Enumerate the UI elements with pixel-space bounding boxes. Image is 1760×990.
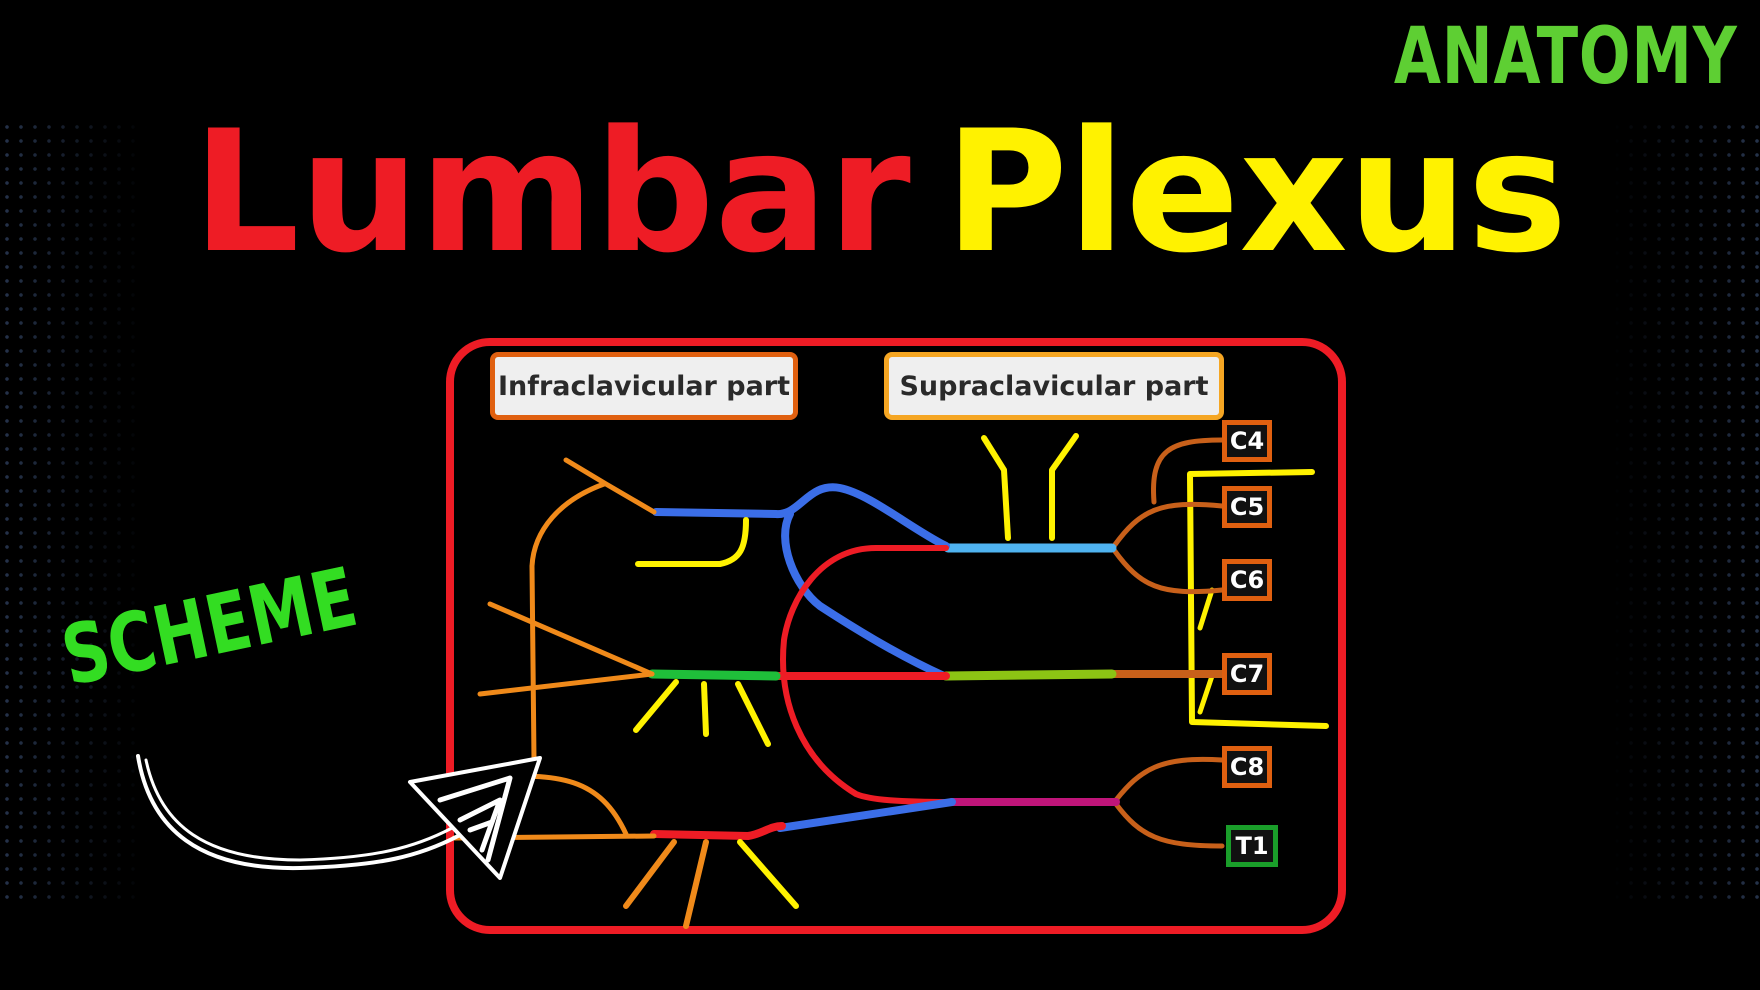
- posterior-cord-green: [647, 669, 781, 681]
- middle-trunk: [941, 669, 1117, 681]
- posterior-yellow-2: [701, 681, 709, 737]
- root-label-c4: C4: [1222, 420, 1272, 462]
- category-label: ANATOMY: [1394, 12, 1738, 102]
- orange-upper-fork-top: [563, 457, 657, 515]
- root-label-c8: C8: [1222, 746, 1272, 788]
- dot-pattern-left: [0, 120, 150, 900]
- medial-cord-red: [650, 822, 786, 840]
- orange-posterior-b: [477, 671, 655, 697]
- root-label-c7: C7: [1222, 653, 1272, 695]
- dot-pattern-right: [1610, 120, 1760, 900]
- medial-cord-blue: [776, 798, 956, 832]
- bracket-line: [1187, 469, 1329, 729]
- arrow-icon-head-scribble: [437, 775, 513, 863]
- root-line-c6: [1111, 547, 1225, 595]
- supraclavicular-label: Supraclavicular part: [884, 352, 1224, 420]
- title-word-plexus: Plexus: [944, 94, 1568, 290]
- root-line-c5: [1111, 501, 1225, 549]
- infraclavicular-label: Infraclavicular part: [490, 352, 798, 420]
- upper-trunk-branch-right: [1049, 433, 1079, 541]
- root-line-c4: [1151, 437, 1225, 505]
- arrow-icon-head: [408, 756, 542, 880]
- root-line-t1: [1113, 801, 1225, 849]
- root-label-c6: C6: [1222, 559, 1272, 601]
- bracket-tick-upper: [1197, 587, 1215, 631]
- upper-trunk-branch-left: [981, 435, 1011, 541]
- orange-medial-down-2: [683, 839, 709, 929]
- root-label-c5: C5: [1222, 486, 1272, 528]
- diagram-frame: [446, 338, 1346, 934]
- posterior-yellow-1: [633, 679, 679, 733]
- arrow-icon-shaft-echo: [144, 758, 454, 862]
- bracket-tick-lower: [1197, 673, 1215, 715]
- orange-upper-fork-branch: [529, 481, 607, 763]
- arrow-icon-shaft: [136, 754, 460, 871]
- lateral-red-division: [780, 545, 955, 805]
- root-line-c8: [1113, 756, 1225, 803]
- posterior-division-blue: [781, 510, 948, 680]
- orange-medial-down-1: [623, 839, 677, 909]
- orange-posterior-a: [487, 601, 655, 677]
- title-word-lumbar: Lumbar: [192, 94, 911, 290]
- lateral-yellow-branch: [635, 517, 749, 567]
- medial-yellow-branch: [737, 839, 799, 909]
- lateral-cord: [652, 483, 950, 550]
- posterior-yellow-3: [735, 681, 771, 747]
- root-label-t1: T1: [1226, 825, 1278, 867]
